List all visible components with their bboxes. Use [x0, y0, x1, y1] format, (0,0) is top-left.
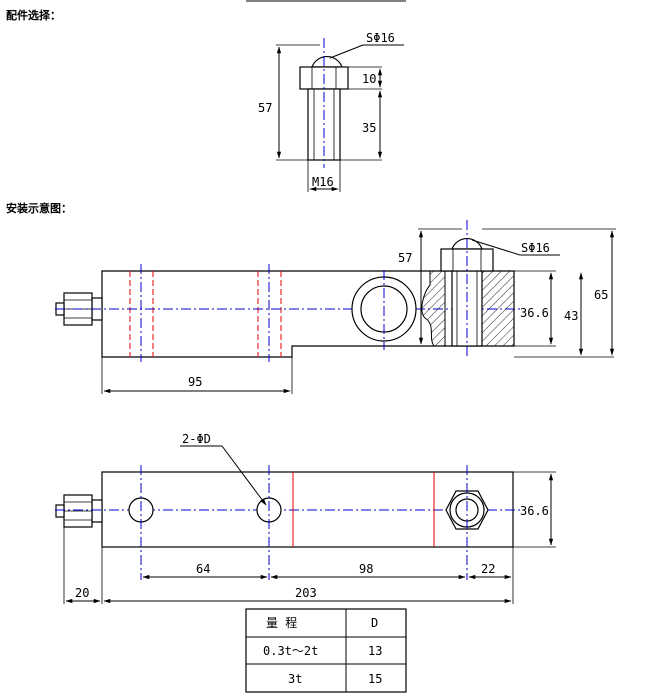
- shank-height-label: 35: [362, 121, 376, 135]
- accessory-section-title: 配件选择：: [6, 8, 61, 22]
- top-dim-98: 98: [359, 562, 373, 576]
- section-hatch-left: [421, 270, 446, 347]
- side-view-drawing: SΦ16 57 36.6 43 65 95: [55, 220, 616, 394]
- top-dim-20: 20: [75, 586, 89, 600]
- table-cell-d-2: 15: [368, 672, 382, 686]
- top-dim-36-6: 36.6: [520, 504, 549, 518]
- bolt-sphere: [311, 55, 343, 68]
- side-dim-65: 65: [594, 288, 608, 302]
- side-dim-36-6: 36.6: [520, 306, 549, 320]
- install-section-title: 安装示意图：: [6, 201, 72, 215]
- section-hatch-right: [481, 270, 515, 347]
- side-height-57: 57: [398, 251, 412, 265]
- sphere-size-label: SΦ16: [366, 31, 395, 45]
- side-dim-43: 43: [564, 309, 578, 323]
- top-view-drawing: 2-ΦD 36.6 64 98 22 20 203: [55, 432, 556, 604]
- top-dim-22: 22: [481, 562, 495, 576]
- table-cell-range-2: 3t: [288, 672, 302, 686]
- top-dim-203: 203: [295, 586, 317, 600]
- side-sphere-label: SΦ16: [521, 241, 550, 255]
- side-dim-95: 95: [188, 375, 202, 389]
- head-height-label: 10: [362, 72, 376, 86]
- ball-bolt-drawing: SΦ16 57 10 35 M16: [258, 31, 404, 192]
- table-cell-range-1: 0.3t～2t: [263, 644, 318, 658]
- hole-size-label: 2-ΦD: [182, 432, 211, 446]
- thread-size-label: M16: [312, 175, 334, 189]
- table-cell-d-1: 13: [368, 644, 382, 658]
- bolt-height-label: 57: [258, 101, 272, 115]
- table-header-range: 量 程: [266, 615, 297, 630]
- range-table: 量 程 D 0.3t～2t 13 3t 15: [245, 608, 407, 693]
- table-header-d: D: [371, 616, 378, 630]
- top-dim-64: 64: [196, 562, 210, 576]
